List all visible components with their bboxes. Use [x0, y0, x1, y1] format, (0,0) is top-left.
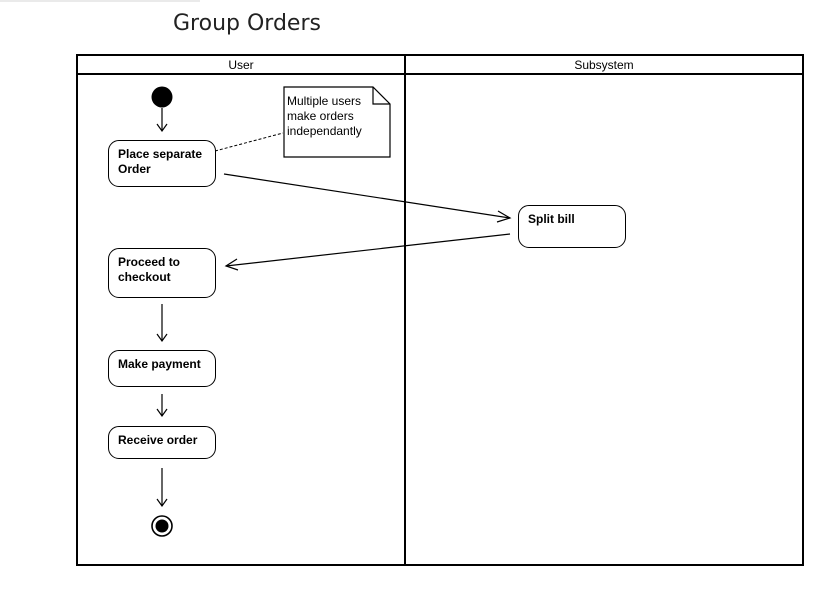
action-proceed-checkout-label: Proceed to checkout — [118, 255, 181, 284]
action-place-order: Place separate Order — [108, 140, 216, 187]
note-connector — [214, 132, 284, 152]
top-decoration — [0, 0, 200, 2]
action-make-payment-label: Make payment — [118, 357, 201, 371]
lane-subsystem: Subsystem — [406, 56, 802, 564]
lane-header-user: User — [78, 56, 404, 75]
lane-header-subsystem: Subsystem — [406, 56, 802, 75]
action-place-order-label: Place separate Order — [118, 147, 203, 176]
note: Multiple users make orders independantly — [283, 87, 390, 157]
action-receive-order-label: Receive order — [118, 433, 198, 447]
flow-checkout-to-payment — [156, 304, 168, 343]
diagram-title: Group Orders — [173, 11, 321, 36]
action-split-bill: Split bill — [518, 205, 626, 248]
action-receive-order: Receive order — [108, 426, 216, 459]
lane-user: User — [78, 56, 406, 564]
flow-split-bill-to-checkout — [224, 233, 511, 271]
action-split-bill-label: Split bill — [528, 212, 575, 226]
flow-place-order-to-split-bill — [223, 173, 512, 223]
end-node — [151, 515, 173, 537]
flow-start-to-place-order — [156, 108, 168, 133]
action-proceed-checkout: Proceed to checkout — [108, 248, 216, 298]
start-node — [151, 86, 173, 108]
flow-receive-to-end — [156, 468, 168, 508]
note-text: Multiple users make orders independantly — [287, 94, 362, 138]
swimlane-pool: User Subsystem — [76, 54, 804, 566]
note-shape — [283, 86, 391, 158]
flow-payment-to-receive — [156, 394, 168, 418]
action-make-payment: Make payment — [108, 350, 216, 387]
